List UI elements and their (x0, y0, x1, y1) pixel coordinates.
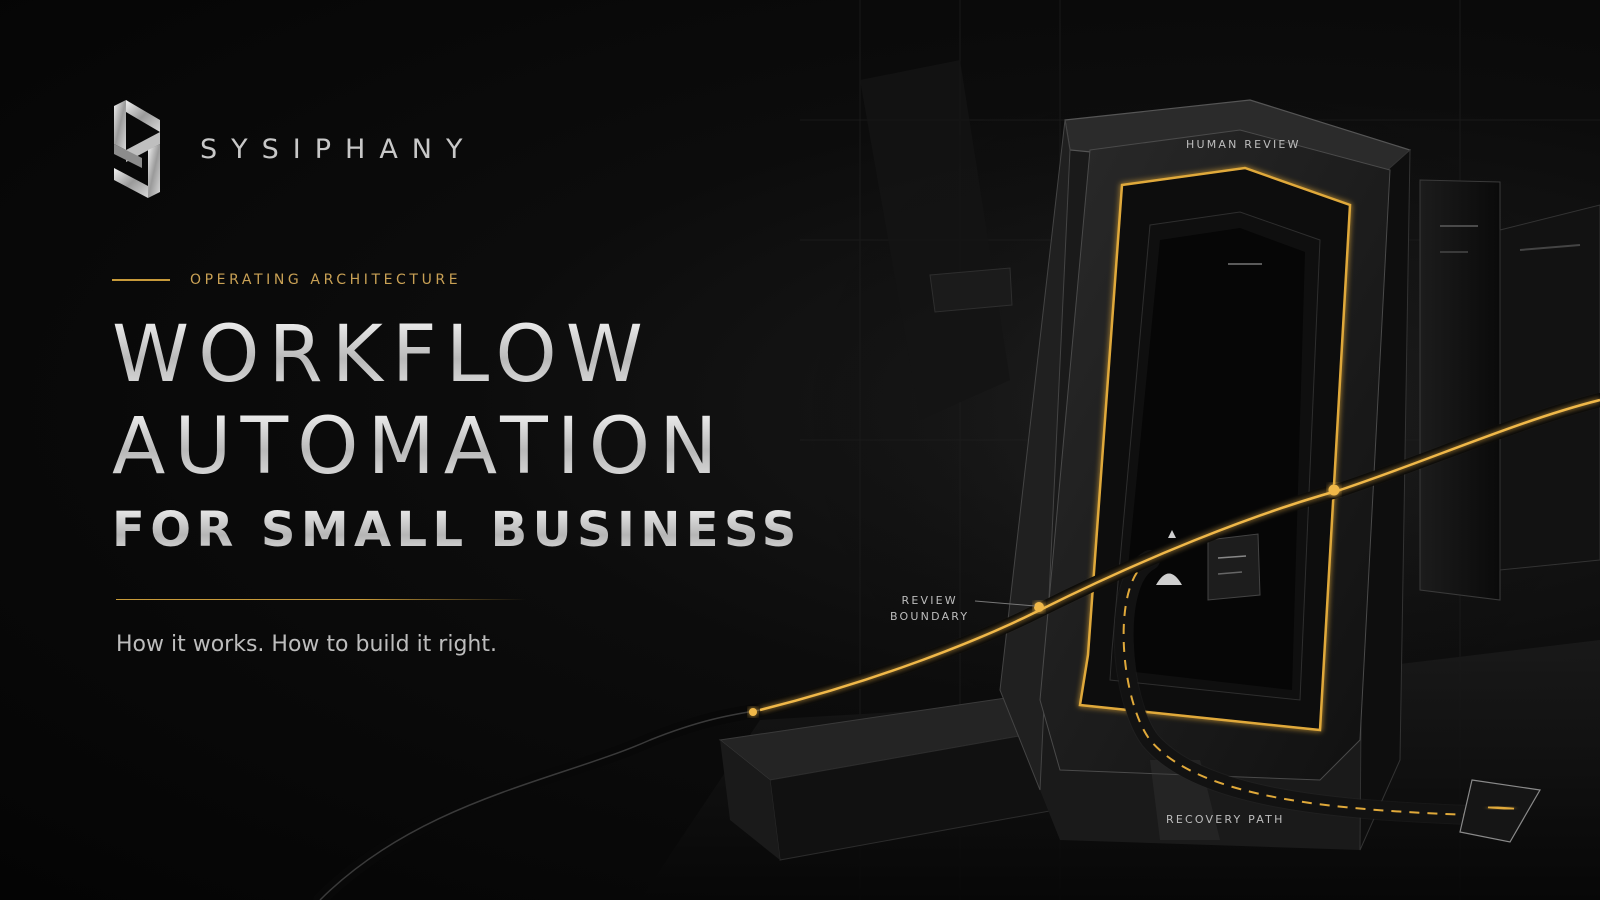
brand-wordmark: SYSIPHANY (200, 133, 477, 165)
floating-tile (929, 267, 1013, 313)
path-node-review (1328, 484, 1340, 496)
subtitle: How it works. How to build it right. (116, 632, 497, 657)
recovery-path-loop (1113, 550, 1480, 825)
human-review-tower (999, 99, 1412, 851)
sysiphany-s-logo-icon (114, 100, 160, 198)
document-icon (1207, 533, 1261, 601)
workflow-path (313, 393, 1600, 900)
recovery-endpoint-tile (1459, 779, 1541, 843)
path-node-boundary (1034, 602, 1044, 612)
recovery-path-label: RECOVERY PATH (1166, 813, 1285, 826)
eyebrow-text: OPERATING ARCHITECTURE (190, 272, 462, 288)
eyebrow: OPERATING ARCHITECTURE (112, 272, 461, 288)
human-review-label: HUMAN REVIEW (1186, 138, 1301, 151)
headline-line-2: AUTOMATION (112, 408, 802, 486)
eyebrow-rule (112, 279, 170, 281)
side-panel-stack (1419, 179, 1600, 601)
headline: WORKFLOW AUTOMATION FOR SMALL BUSINESS (112, 316, 802, 554)
review-boundary-label: REVIEW BOUNDARY (890, 593, 969, 625)
review-boundary-label-line-1: REVIEW (901, 594, 958, 607)
back-panel (860, 60, 1010, 420)
person-icon (1156, 530, 1182, 585)
review-boundary-label-line-2: BOUNDARY (890, 610, 970, 623)
path-node-start (749, 708, 757, 716)
headline-line-1: WORKFLOW (112, 316, 802, 394)
headline-line-3: FOR SMALL BUSINESS (112, 502, 802, 558)
headline-divider (116, 599, 526, 600)
brand-logo: SYSIPHANY (108, 98, 476, 200)
